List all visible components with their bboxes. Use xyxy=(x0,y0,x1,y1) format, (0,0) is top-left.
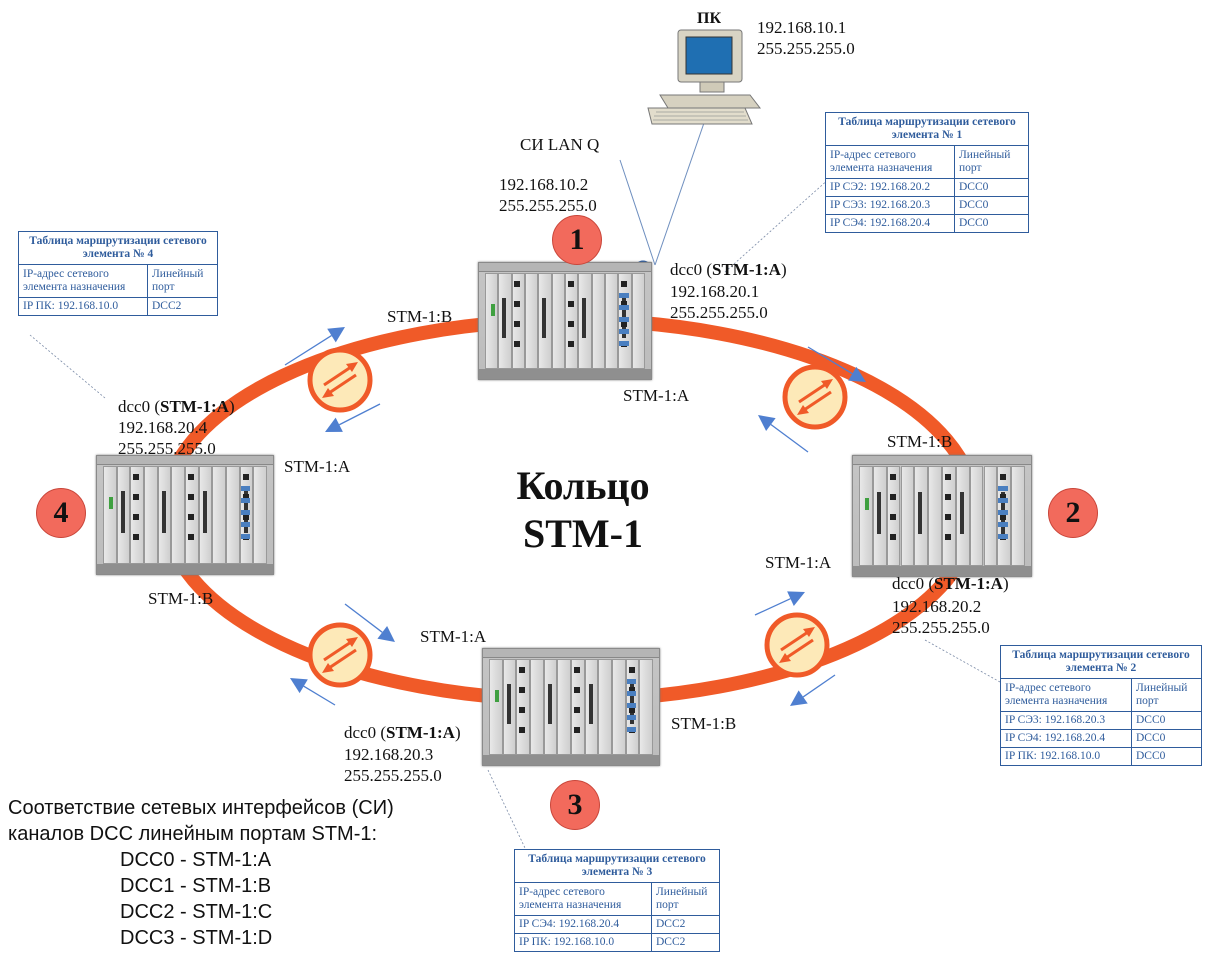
col-dest-header: IP-адрес сетевого элемента назначения xyxy=(825,145,955,179)
node-4-port-a: STM-1:A xyxy=(284,457,351,476)
regenerator-icons xyxy=(307,347,848,688)
leader-lines xyxy=(29,177,1001,849)
node-3-port-a: STM-1:A xyxy=(420,627,487,646)
node-2-port-b: STM-1:B xyxy=(887,432,953,451)
col-dest-header: IP-адрес сетевого элемента назначения xyxy=(1000,678,1132,712)
legend-item: DCC2 - STM-1:C xyxy=(120,901,273,923)
routing-table-4: Таблица маршрутизации сетевого элемента … xyxy=(18,231,218,316)
dcc-legend: Соответствие сетевых интерфейсов (СИ) ка… xyxy=(8,795,394,951)
col-port-header: Линейный порт xyxy=(1131,678,1202,712)
regenerator-icon xyxy=(307,347,373,413)
flow-arrow-icon xyxy=(754,591,805,616)
flow-arrows xyxy=(284,327,866,706)
flow-arrow-icon xyxy=(325,403,381,432)
node-2-dcc: dcc0 (STM-1:A) xyxy=(892,574,1009,593)
legend-line-1: Соответствие сетевых интерфейсов (СИ) xyxy=(8,797,394,819)
node-4-dcc: dcc0 (STM-1:A) xyxy=(118,397,235,416)
flow-arrow-icon xyxy=(284,327,345,366)
routing-table-2: Таблица маршрутизации сетевого элемента … xyxy=(1000,645,1202,766)
pc-label: ПК xyxy=(697,10,722,27)
lan-label: СИ LAN Q xyxy=(520,135,600,154)
routing-table-1-title: Таблица маршрутизации сетевого элемента … xyxy=(825,112,1029,146)
node-1-dcc: dcc0 (STM-1:A) xyxy=(670,260,787,279)
lan-mask: 255.255.255.0 xyxy=(499,196,597,215)
pc-ip: 192.168.10.1 xyxy=(757,18,847,37)
flow-arrow-icon xyxy=(344,603,395,642)
routing-table-2-title: Таблица маршрутизации сетевого элемента … xyxy=(1000,645,1202,679)
node-4-badge: 4 xyxy=(36,488,86,538)
routing-table-3-title: Таблица маршрутизации сетевого элемента … xyxy=(514,849,720,883)
flow-arrow-icon xyxy=(807,346,866,382)
network-element-2-rack xyxy=(852,455,1032,577)
legend-item: DCC0 - STM-1:A xyxy=(120,849,272,871)
legend-item: DCC3 - STM-1:D xyxy=(120,927,273,949)
node-2-badge: 2 xyxy=(1048,488,1098,538)
regenerator-icon xyxy=(307,622,373,688)
node-4-port-b: STM-1:B xyxy=(148,589,214,608)
routing-table-4-title: Таблица маршрутизации сетевого элемента … xyxy=(18,231,218,265)
flow-arrow-icon xyxy=(290,678,336,706)
node-3-ip: 192.168.20.3 xyxy=(344,745,434,764)
node-3-mask: 255.255.255.0 xyxy=(344,766,442,785)
node-2-mask: 255.255.255.0 xyxy=(892,618,990,637)
node-4-ip: 192.168.20.4 xyxy=(118,418,208,437)
node-1-mask: 255.255.255.0 xyxy=(670,303,768,322)
node-1-ip: 192.168.20.1 xyxy=(670,282,760,301)
regenerator-icon xyxy=(764,612,830,678)
flow-arrow-icon xyxy=(790,674,836,706)
flow-arrow-icon xyxy=(758,415,809,453)
routing-table-3: Таблица маршрутизации сетевого элемента … xyxy=(514,849,720,952)
legend-line-2: каналов DCC линейным портам STM-1: xyxy=(8,823,378,845)
pc-mask: 255.255.255.0 xyxy=(757,39,855,58)
network-element-3-rack xyxy=(482,648,660,766)
node-3-port-b: STM-1:B xyxy=(671,714,737,733)
node-1-port-b: STM-1:B xyxy=(387,307,453,326)
network-element-1-rack xyxy=(478,262,652,380)
col-port-header: Линейный порт xyxy=(147,264,218,298)
regenerator-icon xyxy=(782,364,848,430)
node-1-port-a: STM-1:A xyxy=(623,386,690,405)
lan-ip: 192.168.10.2 xyxy=(499,175,589,194)
lan-lines xyxy=(619,119,706,266)
ring-title: Кольцо STM-1 xyxy=(516,463,650,556)
node-4-mask: 255.255.255.0 xyxy=(118,439,216,458)
node-2-ip: 192.168.20.2 xyxy=(892,597,982,616)
pc-icon xyxy=(647,29,762,125)
col-dest-header: IP-адрес сетевого элемента назначения xyxy=(514,882,652,916)
routing-table-1: Таблица маршрутизации сетевого элемента … xyxy=(825,112,1029,233)
node-2-port-a: STM-1:A xyxy=(765,553,832,572)
network-element-4-rack xyxy=(96,455,274,575)
legend-item: DCC1 - STM-1:B xyxy=(120,875,272,897)
node-3-badge: 3 xyxy=(550,780,600,830)
col-port-header: Линейный порт xyxy=(954,145,1029,179)
node-1-badge: 1 xyxy=(552,215,602,265)
node-3-dcc: dcc0 (STM-1:A) xyxy=(344,723,461,742)
col-port-header: Линейный порт xyxy=(651,882,720,916)
col-dest-header: IP-адрес сетевого элемента назначения xyxy=(18,264,148,298)
